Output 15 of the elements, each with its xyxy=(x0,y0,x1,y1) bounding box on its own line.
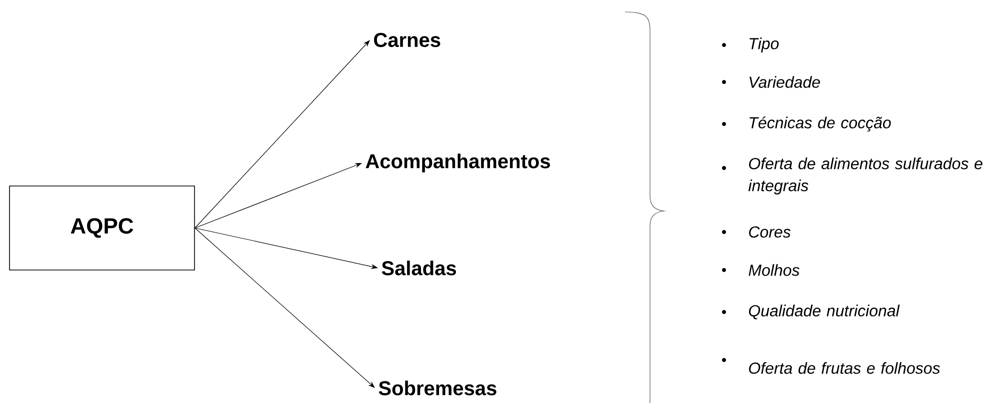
bullet-item: Qualidade nutricional xyxy=(748,304,900,320)
bullet-item: Oferta de alimentos sulfurados e integrais xyxy=(748,158,982,194)
category-label: Acompanhamentos xyxy=(366,154,550,172)
bullet-item: Cores xyxy=(749,226,791,238)
bullet-item: Técnicas de cocção xyxy=(750,116,891,132)
process-box: AQPC xyxy=(9,186,195,270)
bullet-item: Molhos xyxy=(748,264,800,276)
category-label: Carnes xyxy=(374,32,440,48)
bullet-item: Oferta de frutas e folhosos xyxy=(749,362,940,374)
arrow xyxy=(194,40,370,228)
arrow xyxy=(194,228,375,388)
bullet-item: Tipo xyxy=(750,38,779,52)
category-label: Sobremesas xyxy=(378,380,496,396)
category-label: Saladas xyxy=(382,260,456,276)
bullet-item: Variedade xyxy=(750,76,820,88)
